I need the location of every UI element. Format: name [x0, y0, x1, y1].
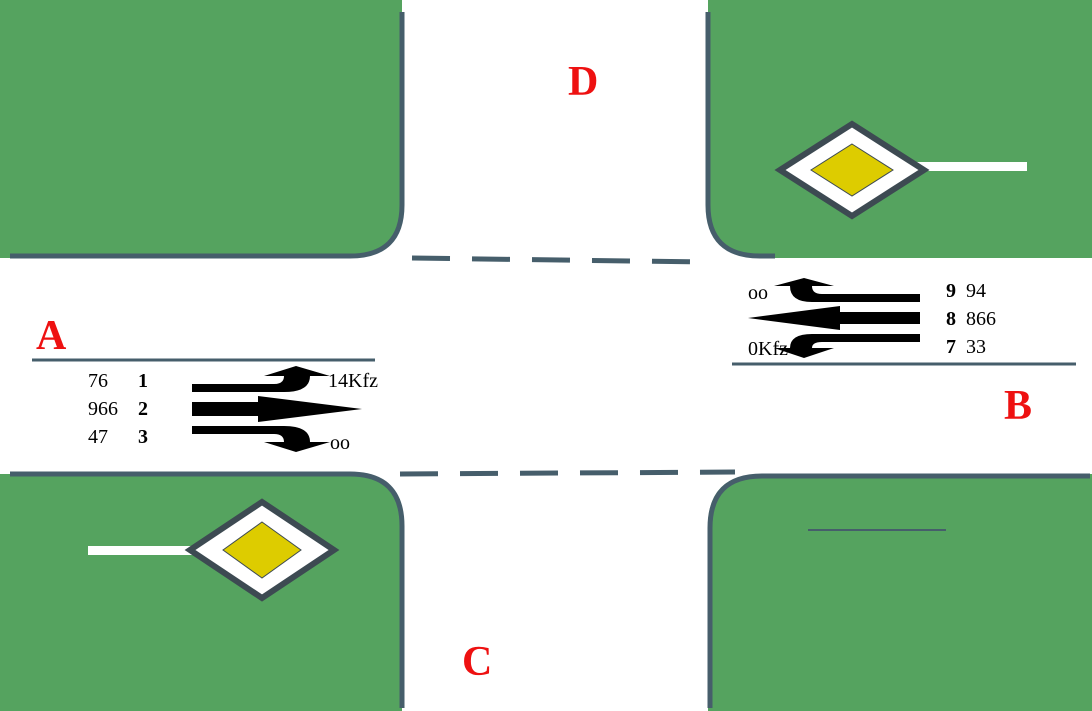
lane-count-a-2: 966 [88, 398, 118, 420]
curb-bottom-left [10, 471, 405, 708]
stop-line-c [88, 546, 206, 555]
corner-block-bottom-left [0, 474, 402, 711]
volume-label-b-right: 0Kfz [748, 338, 788, 360]
lane-count-a-1: 76 [88, 370, 108, 392]
stream-number-b-7: 7 [946, 336, 956, 358]
corner-block-top-left [0, 0, 402, 258]
stream-number-b-9: 9 [946, 280, 956, 302]
stop-line-d [905, 162, 1027, 171]
arm-label-d: D [568, 59, 599, 105]
stream-number-a-1: 1 [138, 370, 148, 392]
lane-count-a-3: 47 [88, 426, 108, 448]
corner-block-bottom-right [708, 474, 1092, 711]
arm-label-a: A [36, 313, 67, 359]
curb-bottom-right [707, 473, 1090, 708]
volume-label-b-left: oo [748, 282, 768, 304]
priority-road-sign-icon [184, 498, 340, 602]
curb-top-left [10, 12, 405, 259]
turn-left-arrow-icon [774, 334, 920, 358]
volume-label-a-left: 14Kfz [328, 370, 378, 392]
turn-left-arrow-icon [192, 366, 330, 392]
dashed-line-top [411, 255, 706, 265]
priority-road-sign-icon [774, 120, 930, 220]
lane-count-b-9: 94 [966, 280, 986, 302]
volume-label-a-right: oo [330, 432, 350, 454]
stream-number-a-3: 3 [138, 426, 148, 448]
lane-count-b-8: 866 [966, 308, 996, 330]
turn-right-arrow-icon [774, 278, 920, 302]
straight-arrow-icon [192, 396, 362, 422]
lane-count-b-7: 33 [966, 336, 986, 358]
dashed-line-bottom [399, 469, 736, 477]
corner-block-top-right [708, 0, 1092, 258]
stream-number-b-8: 8 [946, 308, 956, 330]
turn-right-arrow-icon [192, 426, 330, 452]
straight-arrow-icon [748, 306, 920, 330]
arm-label-c: C [462, 639, 493, 685]
arm-label-b: B [1004, 383, 1033, 429]
stream-number-a-2: 2 [138, 398, 148, 420]
curb-top-right [705, 12, 775, 259]
